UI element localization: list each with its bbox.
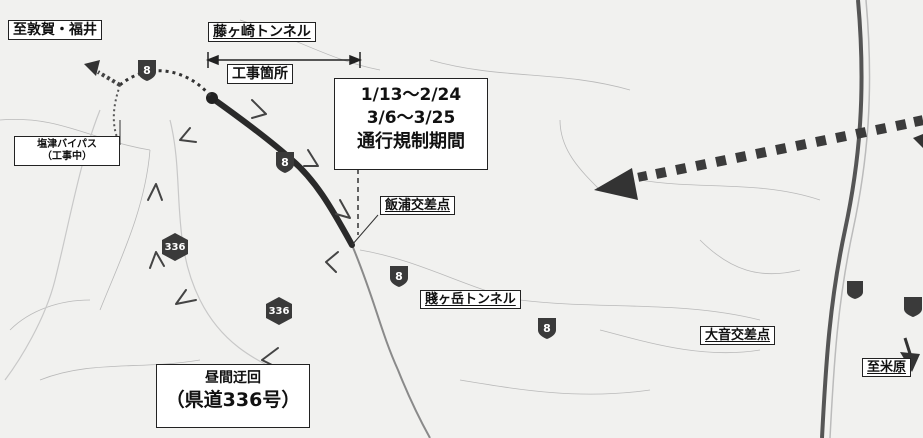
label-to-maibara: 至米原 [862, 358, 912, 377]
route-8-shield-north: 8 [136, 58, 158, 82]
arrow-to-tsuruga [84, 60, 100, 76]
label-daytime-detour: 昼間迂回 （県道336号） [156, 364, 310, 428]
route-shield-right-edge [903, 296, 923, 318]
route-8-shield-south: 8 [388, 264, 410, 288]
detour-title: 昼間迂回 [205, 370, 261, 386]
route-8-shield-east: 8 [536, 316, 558, 340]
label-shizugatake-tunnel: 賤ヶ岳トンネル [420, 290, 521, 309]
period-2: 3/6〜3/25 [366, 108, 456, 128]
bypass-name: 塩津バイパス [37, 139, 97, 150]
label-fujigasaki-tunnel: 藤ヶ崎トンネル [208, 22, 316, 42]
route-8-shield-mid: 8 [274, 150, 296, 174]
tunnel-bracket [205, 52, 363, 68]
period-title: 通行規制期間 [357, 131, 465, 152]
tunnel-dotted-road [119, 69, 214, 99]
detour-road: （県道336号） [165, 389, 301, 411]
period-1: 1/13〜2/24 [360, 85, 462, 105]
route-336-shield-north: 336 [160, 232, 190, 262]
expressway-shield [846, 280, 864, 300]
big-dashed-arrow [594, 115, 923, 200]
closure-period-box: 1/13〜2/24 3/6〜3/25 通行規制期間 [334, 78, 488, 170]
label-iiura-intersection: 飯浦交差点 [380, 196, 456, 215]
bypass-dotted-road [112, 84, 121, 141]
bypass-status: （工事中） [42, 151, 92, 162]
label-oto-intersection: 大音交差点 [700, 326, 776, 345]
label-shiotsu-bypass: 塩津バイパス （工事中） [14, 136, 120, 166]
label-to-tsuruga-fukui: 至敦賀・福井 [8, 20, 102, 40]
label-construction-site: 工事箇所 [227, 64, 293, 84]
route-336-shield-south: 336 [264, 296, 294, 326]
route-8-south [351, 244, 431, 438]
expressway [820, 0, 864, 438]
